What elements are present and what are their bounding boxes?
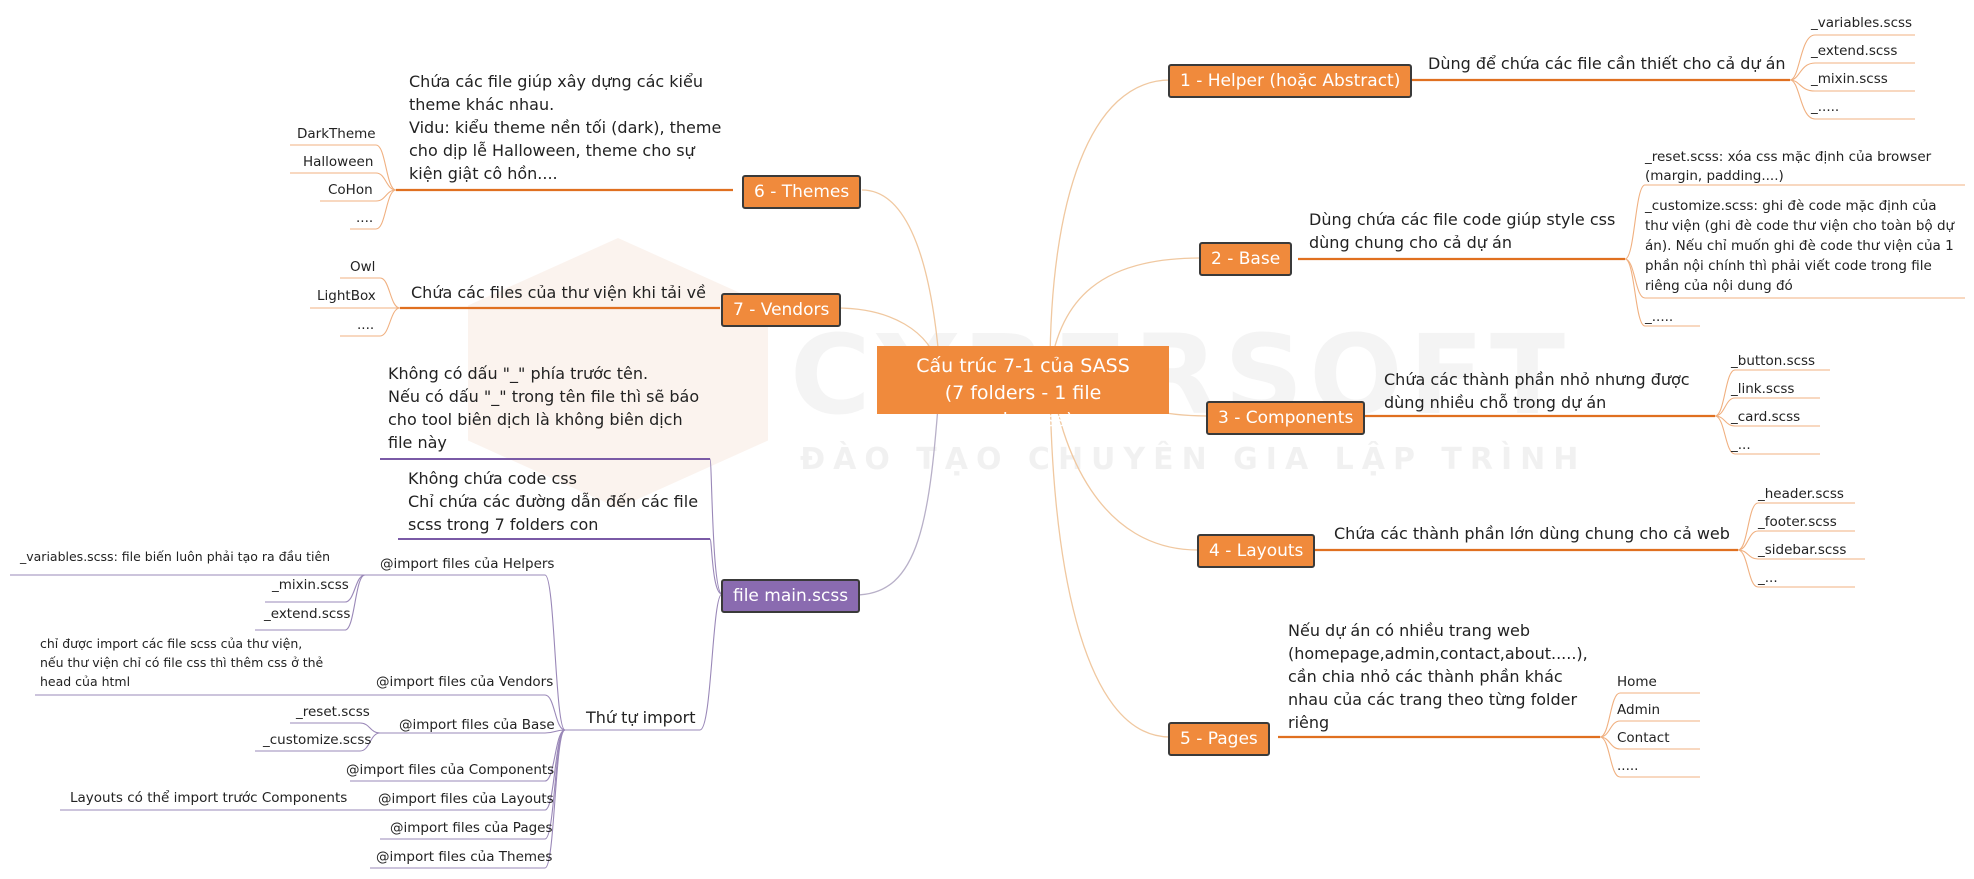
helper-description: Dùng để chứa các file cần thiết cho cả d… [1428, 54, 1786, 73]
helpers-file-extend: _extend.scss [264, 606, 351, 622]
watermark-logo-shape [468, 238, 768, 508]
import-base: @import files của Base [399, 717, 555, 733]
layouts-description: Chứa các thành phần lớn dùng chung cho c… [1334, 524, 1730, 543]
pages-file-contact: Contact [1617, 730, 1670, 746]
topic-base[interactable]: 2 - Base [1199, 242, 1293, 276]
components-description: Chứa các thành phần nhỏ nhưng được dùng … [1384, 370, 1690, 412]
themes-file-halloween: Halloween [303, 154, 374, 170]
base-import-reset: _reset.scss [296, 704, 370, 720]
main-note-naming: Không có dấu "_" phía trước tên. Nếu có … [388, 364, 700, 452]
layouts-file-sidebar: _sidebar.scss [1758, 542, 1847, 558]
components-file-button: _button.scss [1731, 353, 1816, 369]
main-note-content: Không chứa code css Chỉ chứa các đường d… [408, 469, 699, 534]
pages-description: Nếu dự án có nhiều trang web (homepage,a… [1288, 621, 1588, 732]
themes-file-dark: DarkTheme [297, 126, 376, 142]
components-file-link: _link.scss [1731, 381, 1795, 397]
themes-file-cohon: CoHon [328, 182, 373, 198]
components-file-more: _... [1731, 437, 1751, 453]
helper-file-extend: _extend.scss [1811, 43, 1898, 59]
helpers-file-variables: _variables.scss: file biến luôn phải tạo… [20, 549, 331, 564]
layouts-import-note: Layouts có thể import trước Components [70, 790, 348, 806]
base-file-customize: _customize.scss: ghi đè code mặc định củ… [1645, 198, 1955, 294]
vendors-file-lightbox: LightBox [317, 288, 376, 304]
vendors-import-note: chỉ được import các file scss của thư vi… [40, 636, 324, 689]
base-import-customize: _customize.scss [263, 732, 372, 748]
base-file-reset: _reset.scss: xóa css mặc định của browse… [1645, 149, 1932, 184]
helper-file-mixin: _mixin.scss [1811, 71, 1888, 87]
topic-vendors[interactable]: 7 - Vendors [721, 293, 842, 327]
layouts-file-more: _... [1758, 570, 1778, 586]
topic-themes[interactable]: 6 - Themes [742, 175, 862, 209]
watermark-tagline: ĐÀO TẠO CHUYÊN GIA LẬP TRÌNH [800, 442, 1587, 477]
helper-file-more: _..... [1811, 99, 1840, 115]
pages-file-more: ..... [1617, 758, 1639, 774]
topic-layouts[interactable]: 4 - Layouts [1197, 534, 1316, 568]
import-vendors: @import files của Vendors [376, 674, 554, 690]
components-file-card: _card.scss [1731, 409, 1801, 425]
main-import-order: Thứ tự import [586, 708, 696, 727]
import-themes: @import files của Themes [376, 849, 553, 865]
helper-file-variables: _variables.scss [1811, 15, 1913, 31]
pages-file-home: Home [1617, 674, 1657, 690]
import-components: @import files của Components [346, 762, 555, 778]
topic-helper[interactable]: 1 - Helper (hoặc Abstract) [1168, 64, 1413, 98]
topic-main-scss[interactable]: file main.scss [721, 579, 861, 613]
import-pages: @import files của Pages [390, 820, 553, 836]
base-description: Dùng chứa các file code giúp style css d… [1309, 210, 1616, 252]
vendors-description: Chứa các files của thư viện khi tải về [411, 283, 706, 302]
helpers-file-mixin: _mixin.scss [272, 577, 349, 593]
import-helpers: @import files của Helpers [380, 556, 555, 572]
layouts-file-footer: _footer.scss [1758, 514, 1837, 530]
vendors-file-owl: Owl [350, 259, 376, 275]
pages-file-admin: Admin [1617, 702, 1661, 718]
themes-description: Chứa các file giúp xây dựng các kiểu the… [409, 72, 722, 183]
import-layouts: @import files của Layouts [378, 791, 554, 807]
layouts-file-header: _header.scss [1758, 486, 1844, 502]
vendors-file-more: .... [357, 317, 375, 333]
topic-pages[interactable]: 5 - Pages [1168, 722, 1270, 756]
topic-components[interactable]: 3 - Components [1206, 401, 1366, 435]
themes-file-more: .... [356, 210, 374, 226]
central-topic[interactable]: Cấu trúc 7-1 của SASS (7 folders - 1 fil… [877, 346, 1169, 431]
base-file-more: _..... [1645, 309, 1674, 325]
